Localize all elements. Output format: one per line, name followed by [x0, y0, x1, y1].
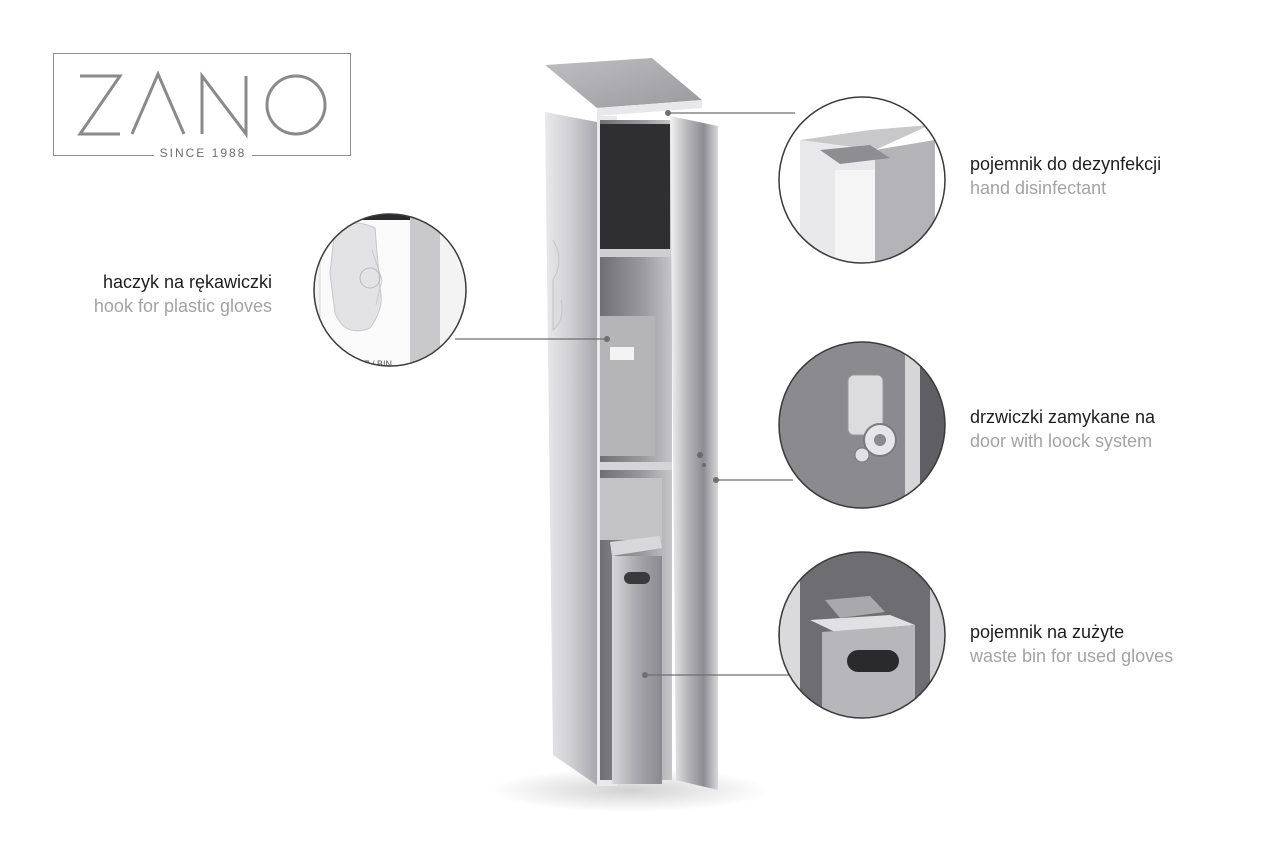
bin-handle-slot — [624, 572, 650, 584]
shelf-2 — [600, 462, 672, 470]
callout-gloves-hook-en: hook for plastic gloves — [93, 296, 272, 316]
side-cutout — [552, 239, 563, 332]
glove-slot — [610, 347, 634, 360]
bin-rim — [610, 536, 662, 556]
zano-logo: SINCE 1988 — [53, 53, 351, 160]
callout-waste-bin: pojemnik na zużyte waste bin for used gl… — [970, 620, 1270, 668]
disinfectant-container-detail — [778, 96, 946, 264]
callout-disinfectant-pl: pojemnik do dezynfekcji — [970, 154, 1162, 174]
tray — [600, 478, 662, 540]
disinfectant-compartment — [600, 124, 670, 249]
bin-label-text: KOSZ / BIN — [345, 359, 392, 369]
door-lock — [697, 452, 703, 458]
waste-bin — [612, 556, 662, 784]
waste-bin-detail — [778, 551, 946, 719]
roof-edge — [597, 100, 702, 116]
leader-dots — [604, 110, 719, 678]
callout-waste-bin-en: waste bin for used gloves — [970, 646, 1174, 666]
callout-waste-bin-pl: pojemnik na zużyte — [970, 622, 1125, 642]
callout-door-lock-en: door with loock system — [970, 431, 1153, 451]
leader-lines — [455, 112, 795, 676]
zano-logo-wordmark — [77, 70, 327, 139]
door-lock-bolt — [702, 463, 706, 467]
door-lock-detail — [778, 341, 946, 509]
callout-gloves-hook: haczyk na rękawiczki hook for plastic gl… — [40, 270, 272, 318]
logo-tagline: SINCE 1988 — [54, 146, 352, 160]
callout-disinfectant-en: hand disinfectant — [970, 178, 1107, 198]
column-side-panel — [545, 112, 597, 785]
callout-gloves-hook-pl: haczyk na rękawiczki — [102, 272, 272, 292]
glove-hook-detail: KOSZ / BIN — [313, 213, 467, 369]
column-roof — [545, 58, 702, 108]
callout-door-lock-pl: drzwiczki zamykane na — [970, 407, 1156, 427]
callout-door-lock: drzwiczki zamykane na door with loock sy… — [970, 405, 1270, 453]
callout-disinfectant: pojemnik do dezynfekcji hand disinfectan… — [970, 152, 1270, 200]
column-door — [670, 116, 718, 790]
shelf-1 — [600, 249, 672, 257]
